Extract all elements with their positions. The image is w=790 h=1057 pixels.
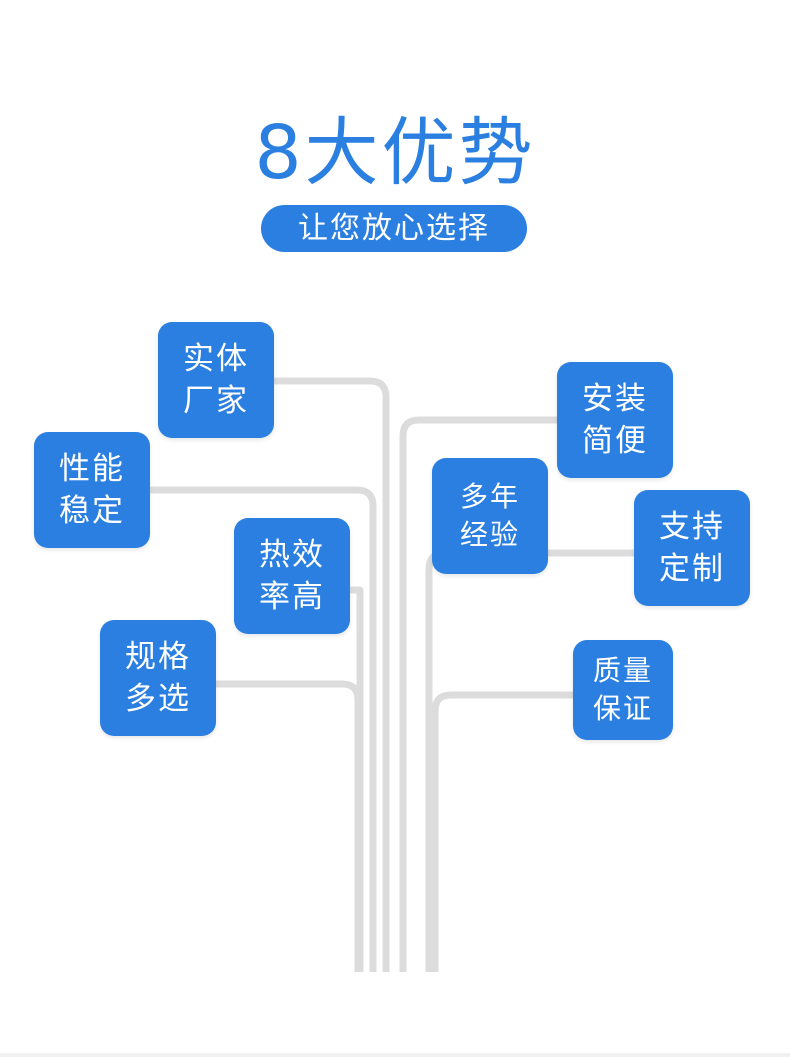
branch-left-2 [150,486,377,972]
advantage-card-quality-assurance: 质量 保证 [573,640,673,740]
advantage-label: 多年 [459,480,520,513]
advantage-label: 定制 [659,551,725,587]
advantage-label: 厂家 [183,383,249,419]
advantage-label: 简便 [582,423,648,459]
advantage-label: 率高 [259,579,325,615]
branch-right-1 [399,416,560,972]
branch-right-2 [425,549,640,972]
advantage-card-customization: 支持 定制 [634,490,750,606]
advantage-label: 保证 [592,692,653,725]
advantage-label: 稳定 [59,493,125,529]
advantage-label: 质量 [592,654,653,687]
advantage-card-high-thermal-efficiency: 热效 率高 [234,518,350,634]
advantage-label: 经验 [459,518,520,551]
advantage-label: 支持 [659,509,725,545]
advantage-card-manufacturer: 实体 厂家 [158,322,274,438]
advantage-label: 多选 [125,681,191,717]
branch-left-1 [270,377,390,972]
advantage-label: 实体 [183,341,249,377]
advantage-label: 热效 [259,537,325,573]
advantage-label: 性能 [59,451,125,487]
page-title: 8大优势 [254,110,536,196]
advantage-label: 规格 [125,639,191,675]
bottom-divider [0,1053,790,1057]
advantage-card-multiple-specs: 规格 多选 [100,620,216,736]
advantage-card-years-of-experience: 多年 经验 [432,458,548,574]
branch-left-4 [215,680,362,972]
advantage-card-stable-performance: 性能 稳定 [34,432,150,548]
subtitle-pill: 让您放心选择 [261,205,527,252]
advantage-label: 安装 [582,381,648,417]
advantage-card-easy-installation: 安装 简便 [557,362,673,478]
branch-right-3 [431,691,575,972]
